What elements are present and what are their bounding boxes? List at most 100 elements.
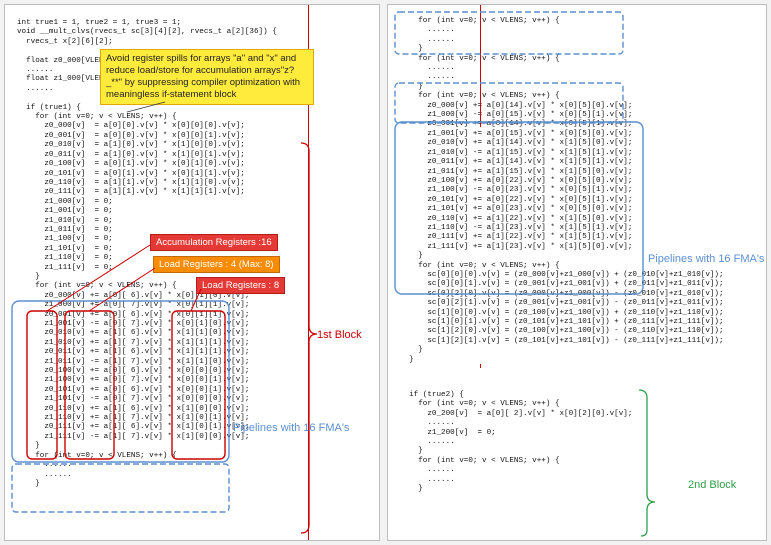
load-registers-label: Load Registers : 8 (196, 277, 286, 294)
code-line: z0_011[v] = a[1][0].v[v] * x[1][0][1].v[… (17, 150, 245, 159)
code-line: z1_011[v] = 0; (17, 225, 113, 234)
code-line: rvecs_t x[2][6][2]; (17, 37, 113, 46)
code-line: for (int v=0; v < VLENS; v++) { (17, 451, 177, 460)
code-line: z0_000[v] += a[0][ 6].v[v] * x[0][1][0].… (17, 291, 250, 300)
code-line: z0_111[v] += a[1][22].v[v] * x[1][5][1].… (400, 233, 633, 242)
code-line: z0_101[v] += a[0][22].v[v] * x[0][5][1].… (400, 195, 633, 204)
accumulation-registers-label: Accumulation Registers :16 (150, 234, 278, 251)
code-line: int true1 = 1, true2 = 1, true3 = 1; (17, 19, 182, 27)
code-line: z1_111[v] = 0; (17, 263, 113, 272)
pipelines-label-left: Pipelines with 16 FMA's (233, 422, 350, 434)
code-line: z0_001[v] = a[0][0].v[v] * x[0][0][1].v[… (17, 131, 245, 140)
code-line: z1_000[v] = 0; (17, 197, 113, 206)
code-line: z0_001[v] += a[0][14].v[v] * x[0][5][1].… (400, 120, 633, 129)
code-line: z1_011[v] += a[1][15].v[v] * x[1][5][0].… (400, 167, 633, 176)
left-annotation-overlay (11, 101, 318, 534)
code-line: z0_111[v] = a[1][1].v[v] * x[1][1][1].v[… (17, 188, 245, 197)
block-divider-line-red (480, 5, 481, 127)
code-line: for (int v=0; v < VLENS; v++) { (400, 261, 560, 270)
code-line: } (400, 485, 423, 494)
code-line: z0_100[v] += a[0][22].v[v] * x[0][5][0].… (400, 176, 633, 185)
load-registers-max-label: Load Registers : 4 (Max: 8) (153, 256, 280, 273)
load-x-connector (190, 288, 202, 312)
code-line: } (400, 355, 414, 364)
code-line: sc[0][0][1].v[v] = (z0_001[v]+z1_001[v])… (400, 280, 724, 289)
code-line: } (17, 272, 40, 281)
code-line: float z1_000[VLENS]; (17, 75, 118, 84)
code-line: float z0_000[VLENS]; (17, 56, 118, 65)
left-panel: int true1 = 1, true2 = 1, true3 = 1;void… (4, 4, 380, 541)
code-line: sc[0][2][1].v[v] = (z0_001[v]+z1_001[v])… (400, 299, 724, 308)
prev-loop-dashed-box-1 (394, 11, 624, 55)
code-line: ...... (400, 35, 455, 44)
code-line: } (400, 45, 423, 54)
code-line: } (400, 82, 423, 91)
code-line: sc[1][2][0].v[v] = (z0_100[v]+z1_100[v])… (400, 327, 724, 336)
code-line: ...... (17, 470, 72, 479)
right-panel: for (int v=0; v < VLENS; v++) { ...... .… (387, 4, 767, 541)
right-annotation-overlay (394, 11, 656, 537)
code-line: for (int v=0; v < VLENS; v++) { (418, 92, 560, 101)
code-line: for (int v=0; v < VLENS; v++) { (418, 17, 560, 25)
code-listing-right-bottom: if (true2) { for (int v=0; v < VLENS; v+… (400, 391, 632, 494)
code-line: z1_001[v] = 0; (17, 207, 113, 216)
code-line: for (int v=0; v < VLENS; v++) { (400, 400, 560, 409)
code-line: z1_101[v] = 0; (17, 244, 113, 253)
pipeline-box-right (394, 121, 644, 295)
code-line: z1_110[v] = 0; (17, 254, 113, 263)
first-block-label: 1st Block (317, 329, 362, 341)
second-block-brace (638, 389, 656, 537)
code-line: for (int v=0; v < VLENS; v++) { (400, 456, 560, 465)
code-line: z1_000[v] -= a[0][15].v[v] * x[0][5][1].… (400, 111, 633, 120)
code-line: ...... (17, 461, 72, 470)
code-line: z0_110[v] = a[1][1].v[v] * x[1][1][0].v[… (17, 178, 245, 187)
code-line: sc[1][0][0].v[v] = (z0_100[v]+z1_100[v])… (400, 308, 724, 317)
code-line: z1_010[v] -= a[1][15].v[v] * x[1][5][1].… (400, 148, 633, 157)
code-listing-right-top: for (int v=0; v < VLENS; v++) { ...... .… (400, 17, 724, 365)
code-line: z1_101[v] += a[0][23].v[v] * x[0][5][0].… (400, 205, 633, 214)
code-line: ...... (400, 466, 455, 475)
prev-loop-dashed-box-2 (394, 82, 624, 124)
code-line: z0_011[v] += a[1][14].v[v] * x[1][5][1].… (400, 158, 633, 167)
pipelines-label-right: Pipelines with 16 FMA's (648, 253, 765, 265)
code-line: } (17, 479, 40, 488)
code-line: if (true1) { (17, 103, 81, 112)
code-line: ...... (17, 66, 54, 75)
next-loop-dashed-box-left (11, 463, 230, 513)
load-a-connector (88, 267, 156, 312)
code-line: ...... (400, 419, 455, 428)
code-line: } (17, 442, 40, 451)
code-line: z0_010[v] += a[1][14].v[v] * x[1][5][0].… (400, 139, 633, 148)
code-line: ...... (400, 64, 455, 73)
code-line: z0_100[v] = a[0][1].v[v] * x[0][1][0].v[… (17, 160, 245, 169)
code-line: ...... (17, 84, 54, 93)
load-register-a-box (64, 310, 115, 460)
code-line: ...... (400, 438, 455, 447)
code-line: z0_110[v] += a[1][22].v[v] * x[1][5][0].… (400, 214, 633, 223)
code-line: } (400, 346, 423, 355)
code-line: z1_200[v] = 0; (400, 428, 496, 437)
pipeline-box-left (11, 300, 230, 463)
code-line: sc[1][2][1].v[v] = (z0_101[v]+z1_101[v])… (400, 336, 724, 345)
code-line: z1_001[v] += a[0][15].v[v] * x[0][5][0].… (400, 129, 633, 138)
code-line: z0_101[v] = a[0][1].v[v] * x[0][1][1].v[… (17, 169, 245, 178)
note-connector (126, 101, 166, 113)
second-block-label: 2nd Block (688, 479, 737, 491)
code-line: z1_100[v] -= a[0][23].v[v] * x[0][5][1].… (400, 186, 633, 195)
accumulation-register-box (26, 310, 58, 460)
code-line: void __mult_clvs(rvecs_t sc[3][4][2], rv… (17, 28, 277, 37)
register-spill-note: Avoid register spills for arrays "a" and… (100, 49, 314, 105)
code-line: z0_000[v] = a[0][0].v[v] * x[0][0][0].v[… (17, 122, 245, 131)
code-line: } (400, 252, 423, 261)
code-line: for (int v=0; v < VLENS; v++) { (17, 113, 177, 122)
code-line: sc[0][0][0].v[v] = (z0_000[v]+z1_000[v])… (400, 270, 724, 279)
code-line: ...... (400, 26, 455, 35)
code-line: z0_000[v] += a[0][14].v[v] * x[0][5][0].… (400, 101, 633, 110)
code-line: z1_010[v] = 0; (17, 216, 113, 225)
code-line: z1_000[v] += a[0][ 7].v[v] * x[0][1][1].… (17, 301, 250, 310)
code-line: if (true2) { (400, 391, 464, 399)
code-line: for (int v=0; v < VLENS; v++) { (418, 54, 560, 63)
code-line: z1_111[v] += a[1][23].v[v] * x[1][5][0].… (400, 242, 633, 251)
code-line: sc[1][0][1].v[v] = (z0_101[v]+z1_101[v])… (400, 318, 724, 326)
block-divider-line-red-lower (480, 364, 481, 368)
